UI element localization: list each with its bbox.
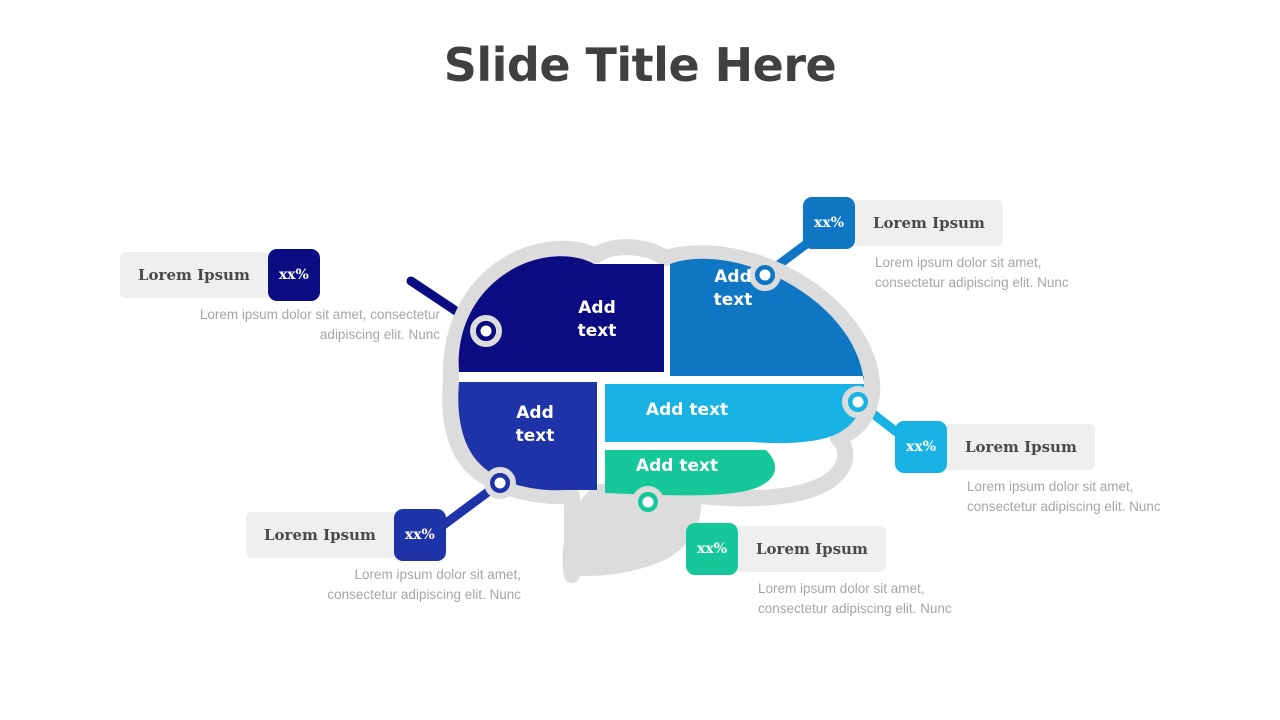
connector-nodes: [470, 259, 874, 518]
callout-4-pill: Lorem Ipsum: [947, 424, 1095, 470]
connector-node-1[interactable]: [470, 315, 502, 347]
callout-5-badge[interactable]: xx%: [686, 523, 738, 575]
callout-5-pill: Lorem Ipsum: [738, 526, 886, 572]
callout-bottom-right[interactable]: xx% Lorem Ipsum Lorem ipsum dolor sit am…: [686, 523, 1008, 618]
callout-1-heading: Lorem Ipsum: [138, 266, 250, 284]
segment-top-left[interactable]: [458, 256, 664, 372]
callout-2-heading: Lorem Ipsum: [264, 526, 376, 544]
callout-5-description: Lorem ipsum dolor sit amet, consectetur …: [758, 581, 952, 616]
callout-2-badge[interactable]: xx%: [393, 509, 446, 561]
callout-1-badge[interactable]: xx%: [267, 249, 320, 301]
callout-4-description: Lorem ipsum dolor sit amet, consectetur …: [967, 479, 1161, 514]
callout-4-heading: Lorem Ipsum: [965, 438, 1077, 456]
segment-bottom-right[interactable]: [605, 450, 776, 496]
segment-middle-right[interactable]: [605, 384, 865, 444]
callout-middle-right[interactable]: xx% Lorem Ipsum Lorem ipsum dolor sit am…: [895, 421, 1227, 516]
callout-3-heading: Lorem Ipsum: [873, 214, 985, 232]
callout-2-description: Lorem ipsum dolor sit amet, consectetur …: [327, 567, 521, 602]
callout-4-badge[interactable]: xx%: [895, 421, 947, 473]
callout-1-description: Lorem ipsum dolor sit amet, consectetur …: [199, 307, 440, 342]
callout-1-pill: Lorem Ipsum: [120, 252, 268, 298]
callout-3-pill: Lorem Ipsum: [855, 200, 1003, 246]
callout-5-heading: Lorem Ipsum: [756, 540, 868, 558]
connector-node-2[interactable]: [484, 467, 516, 499]
callout-top-left[interactable]: Lorem Ipsum xx% Lorem ipsum dolor sit am…: [120, 249, 440, 344]
page-title: Slide Title Here: [443, 38, 837, 92]
brain-stem-shape: [570, 492, 702, 576]
callout-2-pill: Lorem Ipsum: [246, 512, 394, 558]
connector-node-4[interactable]: [842, 386, 874, 418]
callout-bottom-left[interactable]: Lorem Ipsum xx% Lorem ipsum dolor sit am…: [246, 509, 521, 604]
segment-top-right[interactable]: [670, 258, 864, 382]
callout-3-badge[interactable]: xx%: [803, 197, 855, 249]
connector-node-3[interactable]: [749, 259, 781, 291]
segment-bottom-left[interactable]: [458, 382, 597, 491]
connector-node-5[interactable]: [632, 486, 664, 518]
callout-3-description: Lorem ipsum dolor sit amet, consectetur …: [875, 255, 1069, 290]
callout-top-right[interactable]: xx% Lorem Ipsum Lorem ipsum dolor sit am…: [803, 197, 1135, 292]
